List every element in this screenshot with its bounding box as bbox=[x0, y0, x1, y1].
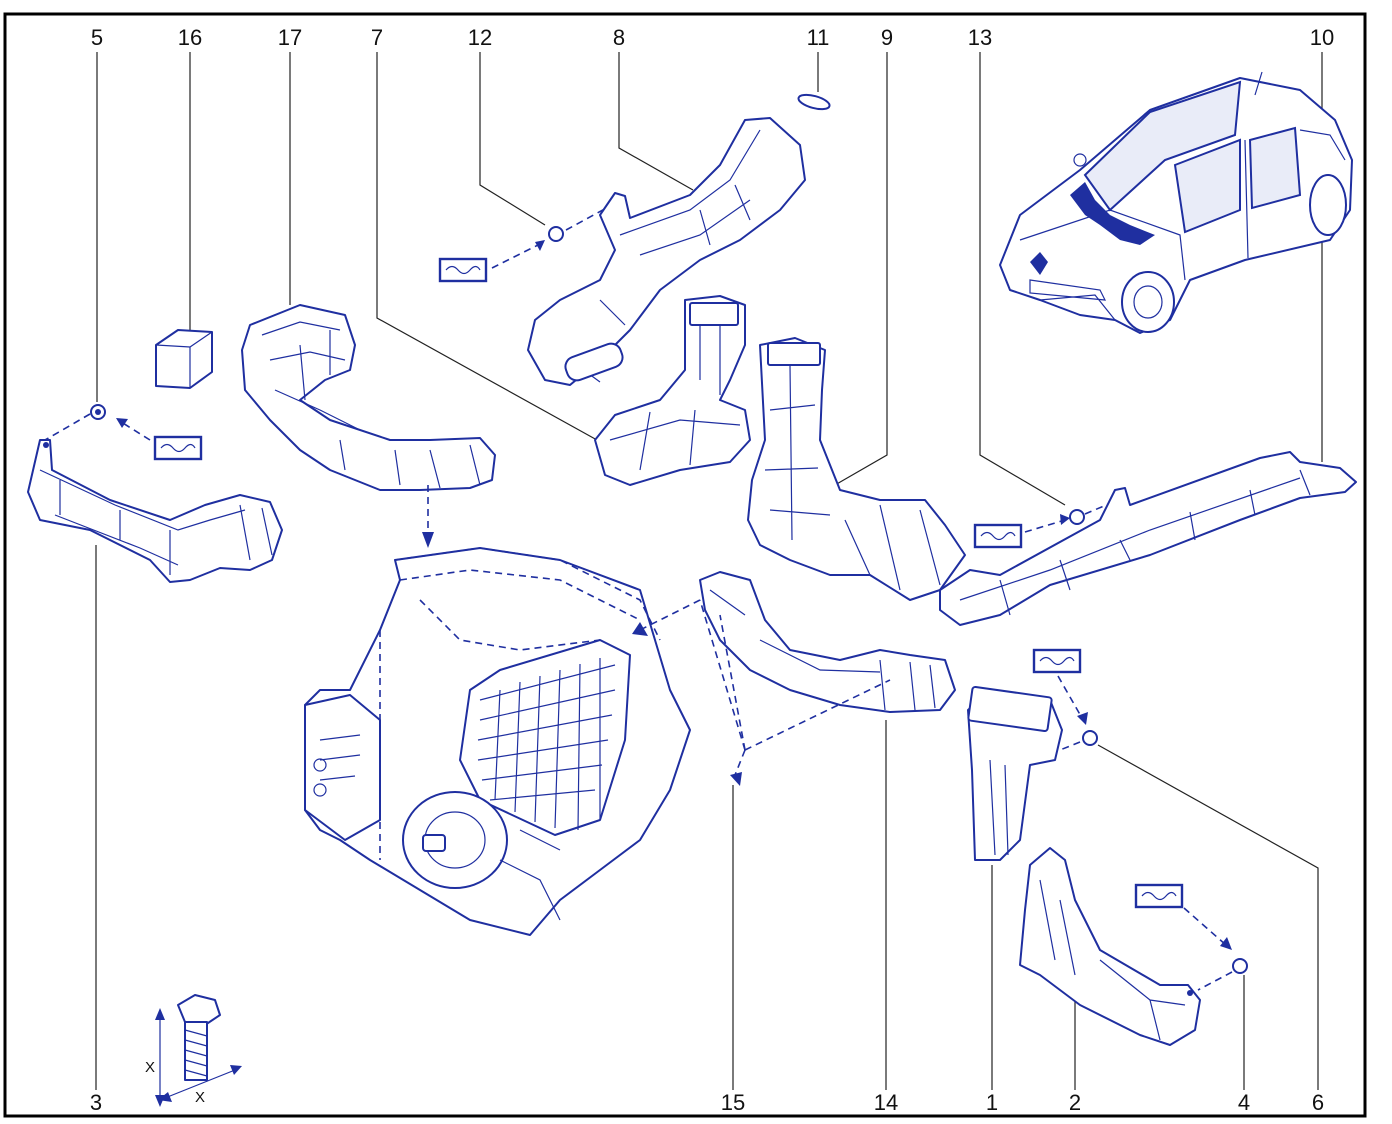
part-8-upper-duct bbox=[527, 117, 806, 386]
label-4: 4 bbox=[1238, 1090, 1250, 1115]
tag-4 bbox=[1134, 883, 1233, 991]
label-14: 14 bbox=[874, 1090, 898, 1115]
label-1: 1 bbox=[986, 1090, 998, 1115]
tag-13 bbox=[973, 499, 1119, 549]
label-8: 8 bbox=[613, 25, 625, 50]
part-12-clip bbox=[548, 226, 564, 242]
part-9-duct bbox=[747, 337, 966, 601]
tag-12 bbox=[438, 204, 613, 283]
label-9: 9 bbox=[881, 25, 893, 50]
tag-5 bbox=[44, 413, 203, 461]
leader-lines bbox=[95, 52, 1323, 1090]
label-3: 3 bbox=[90, 1090, 102, 1115]
part-6-clip bbox=[1082, 730, 1098, 746]
label-11: 11 bbox=[807, 25, 830, 50]
part-13-clip bbox=[1069, 509, 1085, 525]
label-15: 15 bbox=[721, 1090, 745, 1115]
label-2: 2 bbox=[1069, 1090, 1081, 1115]
assembly-arrows bbox=[422, 485, 701, 636]
label-10: 10 bbox=[1310, 25, 1334, 50]
part-11-grommet bbox=[797, 93, 831, 111]
heater-unit-assembly bbox=[304, 547, 691, 936]
tag-6 bbox=[1032, 648, 1088, 751]
part-17-duct bbox=[241, 304, 496, 491]
label-17: 17 bbox=[278, 25, 302, 50]
part-14-duct bbox=[699, 571, 956, 713]
dimension-x-horizontal: X bbox=[195, 1089, 205, 1106]
bolt-dimension-detail: X X bbox=[145, 994, 242, 1107]
dimension-x-vertical: X bbox=[145, 1059, 155, 1076]
heater-core-grille bbox=[459, 639, 631, 836]
label-7: 7 bbox=[371, 25, 383, 50]
label-13: 13 bbox=[968, 25, 992, 50]
part-5-clip bbox=[90, 404, 106, 420]
part-16-foam-block bbox=[155, 329, 213, 389]
part-2-lower-duct bbox=[1019, 847, 1201, 1046]
part-7-duct bbox=[594, 295, 751, 486]
part-10-long-duct bbox=[939, 451, 1357, 626]
label-12: 12 bbox=[468, 25, 492, 50]
part-1-vent-box bbox=[967, 685, 1063, 861]
diagram-frame bbox=[3, 12, 1367, 1118]
label-6: 6 bbox=[1312, 1090, 1324, 1115]
part-15-screws bbox=[699, 599, 891, 786]
car-locator-illustration bbox=[999, 71, 1353, 334]
label-16: 16 bbox=[178, 25, 202, 50]
label-5: 5 bbox=[91, 25, 103, 50]
part-3-left-duct bbox=[27, 439, 283, 583]
part-4-clip bbox=[1232, 958, 1248, 974]
